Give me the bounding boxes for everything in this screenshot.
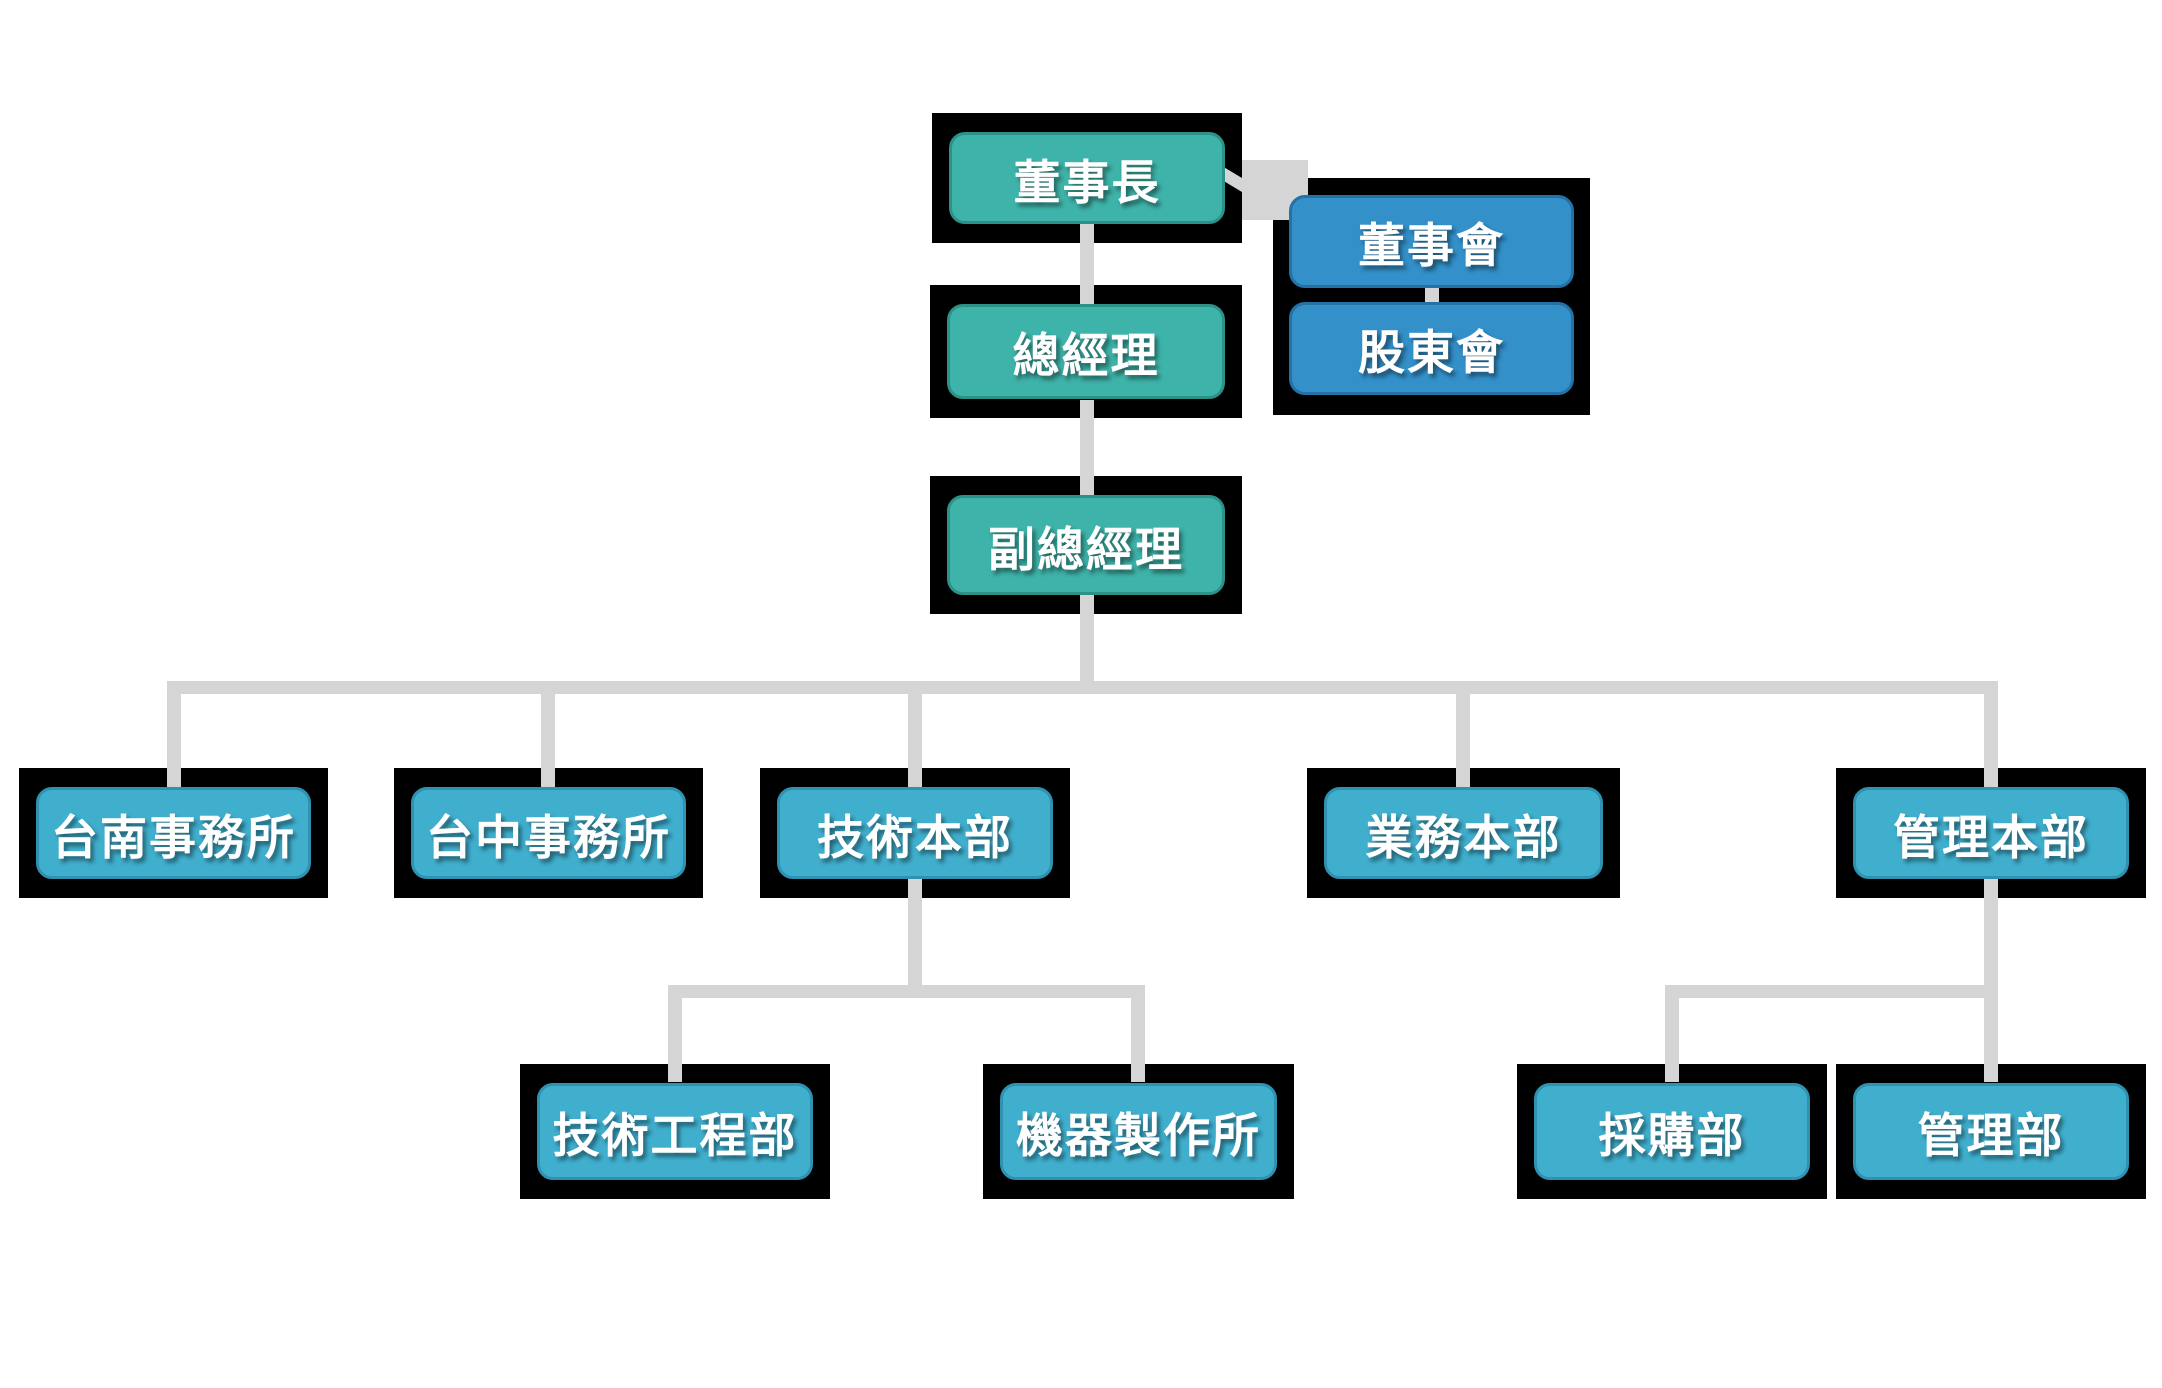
general-manager-node: 總經理 bbox=[947, 304, 1225, 399]
management-division-label: 管理本部 bbox=[1893, 810, 2089, 864]
chairman-label: 董事長 bbox=[1013, 155, 1161, 209]
shareholders-node: 股東會 bbox=[1289, 302, 1574, 395]
general-manager-label: 總經理 bbox=[1012, 329, 1160, 382]
connector-drop-machinery bbox=[1131, 985, 1145, 1082]
connector-technical-rail bbox=[908, 875, 922, 998]
connector-management-subrail bbox=[1665, 985, 1998, 998]
management-dept-label: 管理部 bbox=[1917, 1109, 2065, 1162]
technical-division-label: 技術本部 bbox=[817, 810, 1013, 864]
shareholders-label: 股東會 bbox=[1358, 326, 1505, 379]
business-division-label: 業務本部 bbox=[1365, 810, 1562, 864]
connector-gm-deputy bbox=[1080, 400, 1094, 500]
connector-main-rail bbox=[167, 681, 1998, 694]
technical-eng-dept-node: 技術工程部 bbox=[537, 1083, 813, 1180]
connector-drop-technical bbox=[908, 681, 922, 791]
deputy-gm-frame: 副總經理 bbox=[930, 476, 1242, 614]
connector-deputy-rail bbox=[1080, 595, 1094, 694]
management-division-frame: 管理本部 bbox=[1836, 768, 2146, 898]
procurement-dept-label: 採購部 bbox=[1598, 1109, 1746, 1162]
technical-division-frame: 技術本部 bbox=[760, 768, 1070, 898]
connector-chairman-gm bbox=[1080, 220, 1094, 312]
management-dept-node: 管理部 bbox=[1853, 1083, 2129, 1180]
connector-drop-taichung bbox=[541, 681, 555, 791]
machinery-works-frame: 機器製作所 bbox=[983, 1064, 1294, 1199]
management-division-node: 管理本部 bbox=[1853, 787, 2129, 879]
management-dept-frame: 管理部 bbox=[1836, 1064, 2146, 1199]
deputy-gm-node: 副總經理 bbox=[947, 495, 1225, 595]
business-division-frame: 業務本部 bbox=[1307, 768, 1620, 898]
technical-eng-dept-frame: 技術工程部 bbox=[520, 1064, 830, 1199]
tainan-office-label: 台南事務所 bbox=[51, 810, 296, 864]
chairman-node: 董事長 bbox=[949, 132, 1225, 224]
connector-technical-subrail bbox=[668, 985, 1145, 998]
taichung-office-frame: 台中事務所 bbox=[394, 768, 703, 898]
board-label: 董事會 bbox=[1358, 219, 1505, 272]
tainan-office-node: 台南事務所 bbox=[36, 787, 311, 879]
technical-division-node: 技術本部 bbox=[777, 787, 1053, 879]
general-manager-frame: 總經理 bbox=[930, 285, 1242, 418]
connector-drop-tech-eng bbox=[668, 985, 682, 1082]
connector-drop-business bbox=[1456, 681, 1470, 791]
connector-drop-managementdept bbox=[1984, 985, 1998, 1082]
connector-drop-tainan bbox=[167, 681, 181, 791]
taichung-office-node: 台中事務所 bbox=[411, 787, 686, 879]
chairman-frame: 董事長 bbox=[932, 113, 1242, 243]
deputy-gm-label: 副總經理 bbox=[988, 522, 1184, 576]
connector-drop-management bbox=[1984, 681, 1998, 791]
connector-managementdiv-rail bbox=[1984, 875, 1998, 998]
governance-frame: 董事會 股東會 bbox=[1273, 178, 1590, 415]
technical-eng-dept-label: 技術工程部 bbox=[552, 1109, 798, 1162]
machinery-works-label: 機器製作所 bbox=[1016, 1109, 1261, 1162]
procurement-dept-frame: 採購部 bbox=[1517, 1064, 1827, 1199]
business-division-node: 業務本部 bbox=[1324, 787, 1603, 879]
tainan-office-frame: 台南事務所 bbox=[19, 768, 328, 898]
procurement-dept-node: 採購部 bbox=[1534, 1083, 1810, 1180]
taichung-office-label: 台中事務所 bbox=[426, 810, 671, 864]
machinery-works-node: 機器製作所 bbox=[1000, 1083, 1277, 1180]
connector-drop-procurement bbox=[1665, 985, 1679, 1082]
board-node: 董事會 bbox=[1289, 195, 1574, 288]
